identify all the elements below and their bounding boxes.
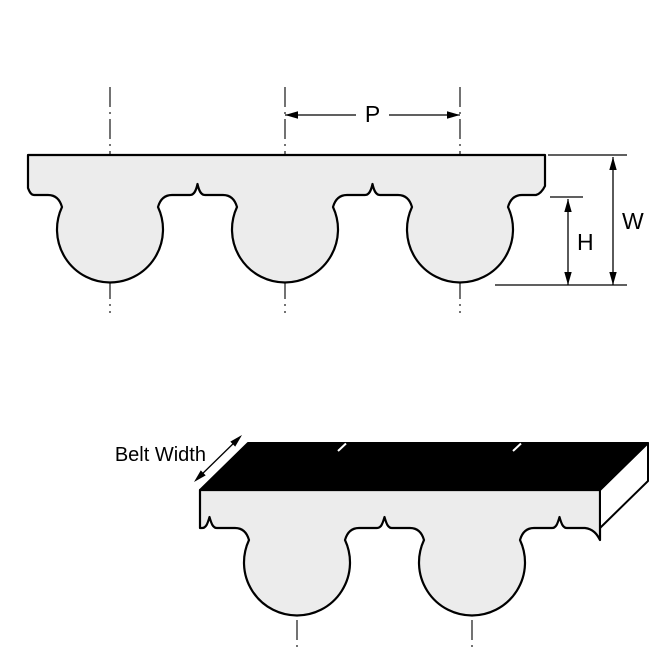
- pitch-label-mask: [356, 99, 389, 125]
- centerline-tick-1: [337, 442, 347, 452]
- belt-cross-section-profile: [26, 153, 547, 284]
- belt-3d-top-face: [199, 442, 649, 491]
- belt-thickness-label: W: [622, 208, 644, 234]
- belt-width-arrow-upper-icon: [230, 435, 242, 447]
- tooth-height-arrow-top-icon: [564, 199, 572, 212]
- pitch-label: P: [365, 101, 380, 127]
- pitch-arrow-right-icon: [447, 111, 460, 119]
- belt-width-arrow-line: [195, 436, 241, 481]
- belt-thickness-arrow-bottom-icon: [609, 272, 617, 285]
- tooth-height-arrow-bottom-icon: [564, 272, 572, 285]
- belt-width-arrow-lower-icon: [194, 470, 206, 482]
- belt-width-label: Belt Width: [115, 444, 206, 466]
- belt-3d-front-profile: [198, 488, 602, 617]
- belt-thickness-arrow-top-icon: [609, 157, 617, 170]
- pitch-arrow-left-icon: [285, 111, 298, 119]
- tooth-height-label: H: [577, 229, 594, 255]
- centerline-tick-2: [512, 442, 522, 452]
